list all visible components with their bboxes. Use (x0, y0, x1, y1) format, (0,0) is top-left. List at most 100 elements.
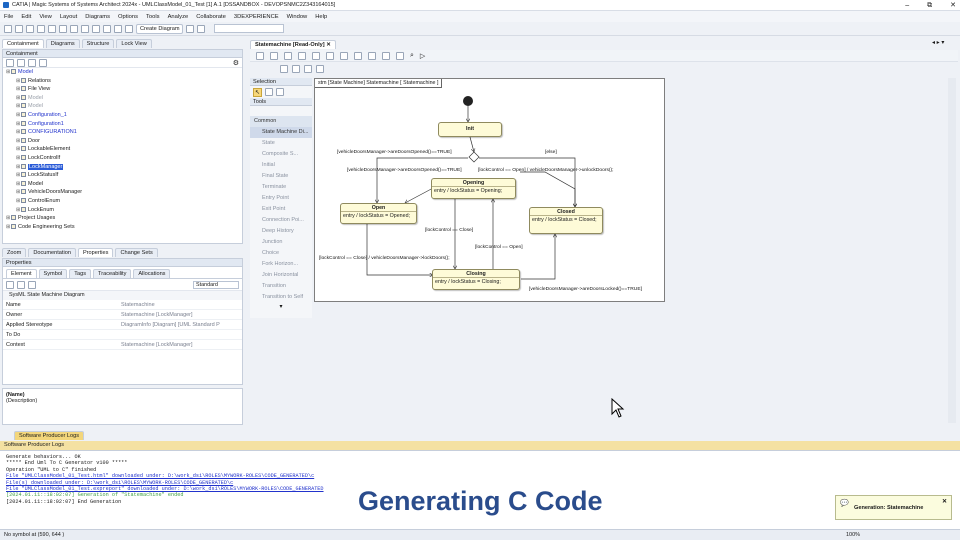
validate-icon[interactable] (197, 24, 206, 33)
expand-toggle-icon[interactable]: ⊞ (16, 94, 21, 101)
menu-window[interactable]: Window (286, 13, 308, 20)
star-icon[interactable] (28, 59, 36, 67)
mode-select[interactable]: Standard (193, 280, 239, 289)
sort-alpha-icon[interactable] (17, 280, 25, 289)
menu-help[interactable]: Help (315, 13, 328, 20)
palette-item-join-horizontal[interactable]: Join Horizontal (262, 272, 299, 278)
tree-item-project-usages[interactable]: ⊞Project Usages (6, 214, 242, 223)
redo-icon[interactable] (92, 24, 100, 33)
expand-toggle-icon[interactable]: ⊞ (6, 223, 11, 230)
tab-change-sets[interactable]: Change Sets (115, 248, 158, 257)
tree-item-configuration-1[interactable]: ⊞Configuration_1 (6, 111, 242, 120)
property-value[interactable]: DiagramInfo [Diagram] [UML Standard P (121, 321, 220, 328)
palette-item-exit-point[interactable]: Exit Point (262, 206, 286, 212)
minimize-button[interactable]: – (905, 2, 910, 9)
menu-collaborate[interactable]: Collaborate (196, 13, 226, 20)
expand-toggle-icon[interactable]: ⊞ (16, 137, 21, 144)
copy-diagram-icon[interactable] (280, 65, 288, 73)
palette-item-deep-history[interactable]: Deep History (262, 228, 294, 234)
expand-toggle-icon[interactable]: ⊞ (16, 180, 21, 187)
prop-tab-allocations[interactable]: Allocations (133, 269, 171, 278)
close-tab-icon[interactable]: ✕ (326, 42, 331, 48)
layers-icon[interactable] (354, 51, 362, 60)
back-icon[interactable] (103, 24, 111, 33)
tree-item-lockenum[interactable]: ⊞LockEnum (6, 206, 242, 215)
align-icon[interactable] (284, 51, 292, 60)
palette-item-state-machine-di-[interactable]: State Machine Di... (250, 127, 312, 138)
tab-scroll-arrows[interactable]: ◂ ▸ ▾ (932, 40, 945, 46)
tab-containment[interactable]: Containment (2, 39, 44, 48)
prop-tab-traceability[interactable]: Traceability (93, 269, 132, 278)
restore-button[interactable]: ⧉ (927, 2, 933, 9)
palette-item-transition[interactable]: Transition (262, 283, 286, 289)
tree-item-lockcontrollf[interactable]: ⊞LockControllf (6, 154, 242, 163)
sort-icon[interactable] (6, 280, 14, 289)
paste-icon[interactable] (59, 24, 67, 33)
create-diagram-button[interactable]: Create Diagram (136, 23, 184, 34)
palette-item-initial[interactable]: Initial (262, 162, 275, 168)
tree-item-vehicledoorsmanager[interactable]: ⊞VehicleDoorsManager (6, 188, 242, 197)
palette-item-fork-horizon-[interactable]: Fork Horizon... (262, 261, 299, 267)
transition-opening-open[interactable] (405, 186, 436, 203)
property-value[interactable]: Statemachine [LockManager] (121, 341, 193, 348)
collapse-icon[interactable] (17, 59, 25, 67)
expand-toggle-icon[interactable]: ⊞ (16, 120, 21, 127)
tree-item-model[interactable]: ⊞Model (6, 102, 242, 111)
cut-icon[interactable] (37, 24, 45, 33)
layout-icon[interactable] (186, 24, 195, 33)
link-icon[interactable] (304, 65, 312, 73)
prop-tab-tags[interactable]: Tags (69, 269, 92, 278)
diagram-scrollbar[interactable] (948, 78, 956, 423)
tree-item-model[interactable]: ⊞Model (6, 180, 242, 189)
arrange-icon[interactable] (326, 51, 334, 60)
tab-structure[interactable]: Structure (81, 39, 115, 48)
menu-view[interactable]: View (39, 13, 52, 20)
filter-icon[interactable] (6, 59, 14, 67)
expand-toggle-icon[interactable]: ⊞ (16, 111, 21, 118)
tree-item-model[interactable]: ⊞Model (6, 68, 242, 77)
expand-toggle-icon[interactable]: ⊞ (6, 69, 11, 75)
expand-toggle-icon[interactable]: ⊞ (16, 86, 21, 93)
palette-more-icon[interactable]: ▾ (279, 304, 283, 310)
prop-tab-symbol[interactable]: Symbol (38, 269, 68, 278)
palette-item-final-state[interactable]: Final State (262, 173, 289, 179)
property-value[interactable]: Statemachine [LockManager] (121, 311, 193, 318)
palette-item-junction[interactable]: Junction (262, 239, 283, 245)
delete-icon[interactable] (70, 24, 78, 33)
grid-icon[interactable] (276, 88, 284, 96)
transition-choice-open[interactable] (377, 157, 468, 203)
open-icon[interactable] (15, 24, 23, 33)
tab-diagrams[interactable]: Diagrams (45, 39, 80, 48)
transition-opening-closed[interactable] (520, 171, 575, 207)
zoom-search-icon[interactable]: ⌕ (410, 51, 414, 59)
initial-node[interactable] (463, 96, 473, 106)
pointer-icon[interactable]: ↖ (253, 87, 262, 97)
toolbar-combo[interactable] (214, 24, 285, 33)
palette-item-transition-to-self[interactable]: Transition to Self (262, 294, 304, 300)
copy-icon[interactable] (48, 24, 56, 33)
tab-software-producer-logs[interactable]: Software Producer Logs (14, 431, 85, 440)
expand-toggle-icon[interactable]: ⊞ (16, 206, 21, 213)
menu-file[interactable]: File (4, 13, 14, 20)
new-icon[interactable] (4, 24, 12, 33)
close-button[interactable]: ✕ (950, 2, 956, 9)
transition-closing-closed[interactable] (521, 234, 555, 280)
edit-icon[interactable] (292, 65, 300, 73)
transition-init-choice[interactable] (469, 136, 474, 152)
style-icon[interactable] (368, 51, 376, 60)
gear-icon[interactable]: ⚙ (232, 60, 239, 67)
menu-edit[interactable]: Edit (21, 13, 32, 20)
expand-toggle-icon[interactable]: ⊞ (16, 197, 21, 204)
palette-item-connection-poi-[interactable]: Connection Poi... (262, 217, 304, 223)
tab-lock-view[interactable]: Lock View (116, 39, 152, 48)
filter-props-icon[interactable] (28, 280, 36, 289)
state-init[interactable]: Init (438, 122, 502, 137)
save-icon[interactable] (26, 24, 34, 33)
tree-item-lockstatusif[interactable]: ⊞LockStatusIf (6, 171, 242, 180)
expand-toggle-icon[interactable]: ⊞ (6, 215, 11, 222)
expand-toggle-icon[interactable]: ⊞ (16, 163, 21, 170)
menu-diagrams[interactable]: Diagrams (85, 13, 111, 20)
property-value[interactable]: Statemachine (121, 301, 155, 308)
